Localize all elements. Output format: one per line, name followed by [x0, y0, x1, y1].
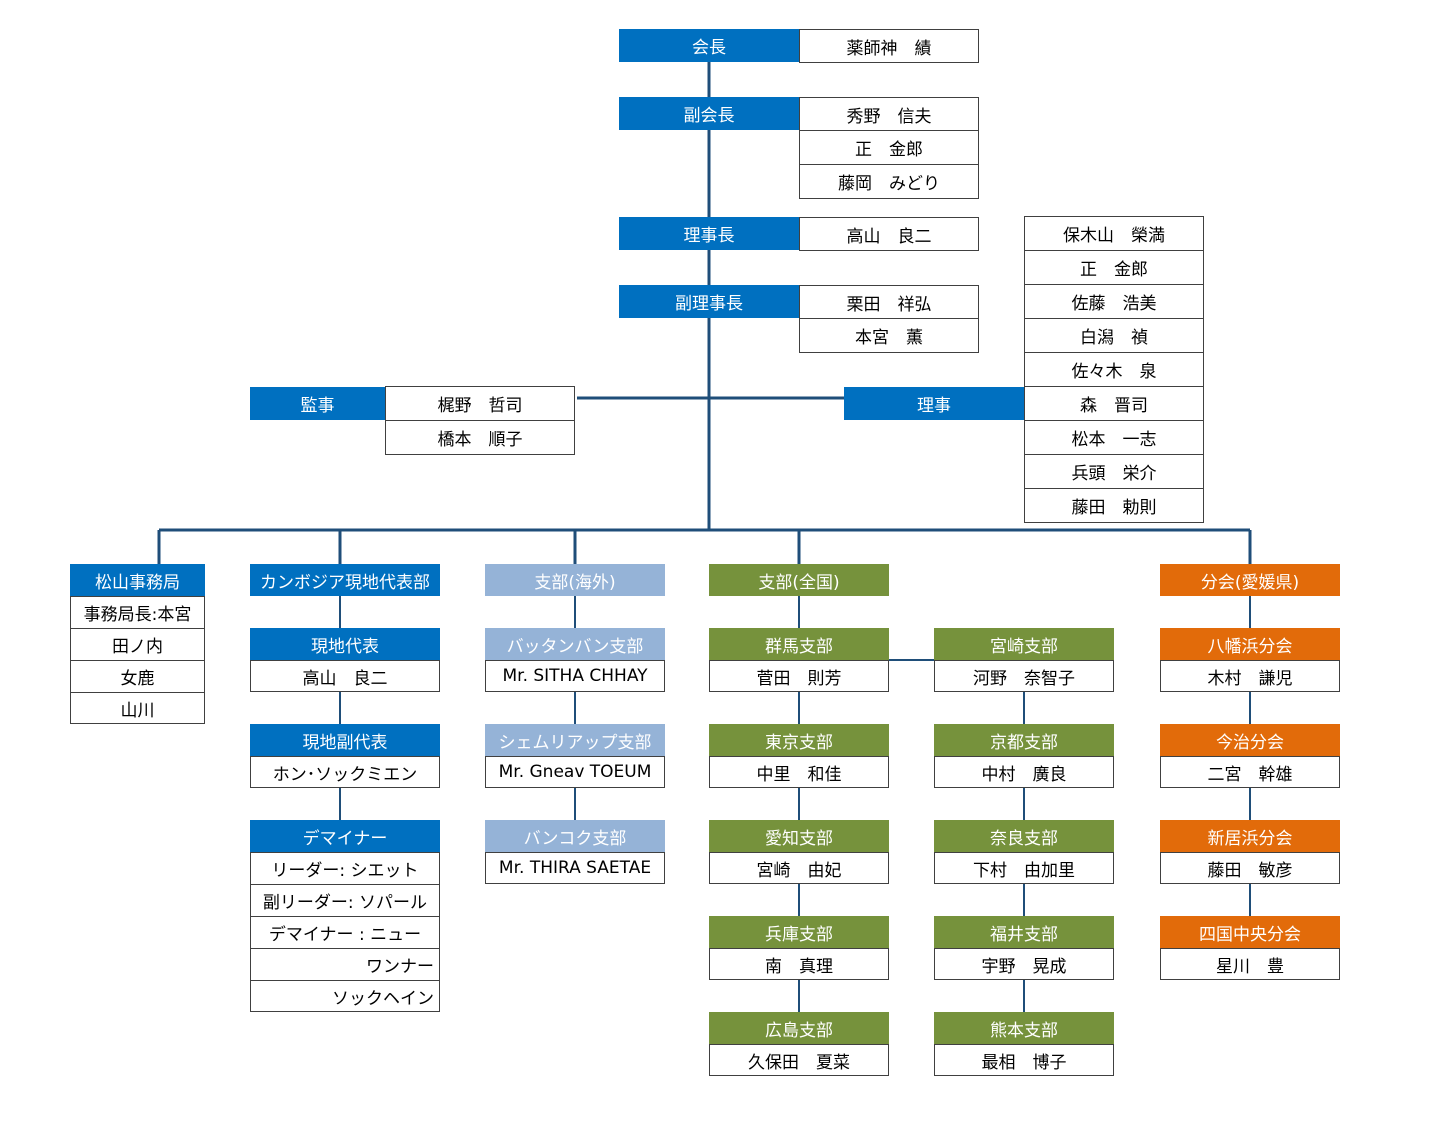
- nara-branch-title: 奈良支部: [934, 820, 1114, 852]
- vice-board-chair-title: 副理事長: [619, 285, 799, 318]
- hyogo-branch-title: 兵庫支部: [709, 916, 889, 948]
- cambodia-vice-rep-name: ホン･ソックミエン: [250, 756, 440, 788]
- ehime-branches-title: 分会(愛媛県): [1160, 564, 1340, 596]
- kumamoto-branch-name: 最相 博子: [934, 1044, 1114, 1076]
- vice-chairman-name-3: 藤岡 みどり: [799, 164, 979, 199]
- director-name-6: 森 晋司: [1024, 386, 1204, 421]
- cambodia-rep-title: 現地代表: [250, 628, 440, 660]
- director-name-7: 松本 一志: [1024, 420, 1204, 455]
- nara-branch-name: 下村 由加里: [934, 852, 1114, 884]
- cambodia-vice-rep-title: 現地副代表: [250, 724, 440, 756]
- kyoto-branch-name: 中村 廣良: [934, 756, 1114, 788]
- vice-chairman-title: 副会長: [619, 97, 799, 130]
- vice-board-chair-name-1: 栗田 祥弘: [799, 285, 979, 319]
- tokyo-branch-title: 東京支部: [709, 724, 889, 756]
- matsuyama-office-title: 松山事務局: [70, 564, 205, 596]
- imabari-branch-name: 二宮 幹雄: [1160, 756, 1340, 788]
- miyazaki-branch-title: 宮崎支部: [934, 628, 1114, 660]
- auditor-name-2: 橋本 順子: [385, 420, 575, 455]
- overseas-branches-title: 支部(海外): [485, 564, 665, 596]
- tokyo-branch-name: 中里 和佳: [709, 756, 889, 788]
- board-chair-name: 高山 良二: [799, 217, 979, 251]
- deminer-member-1: リーダー: シエット: [250, 852, 440, 885]
- director-name-4: 白潟 禎: [1024, 318, 1204, 353]
- deminer-member-2: 副リーダー: ソパール: [250, 884, 440, 917]
- niihama-branch-name: 藤田 敏彦: [1160, 852, 1340, 884]
- vice-chairman-name-2: 正 金郎: [799, 130, 979, 165]
- siem-reap-branch-title: シェムリアップ支部: [485, 724, 665, 756]
- siem-reap-branch-name: Mr. Gneav TOEUM: [485, 756, 665, 788]
- auditor-name-1: 梶野 哲司: [385, 386, 575, 421]
- aichi-branch-title: 愛知支部: [709, 820, 889, 852]
- director-name-2: 正 金郎: [1024, 250, 1204, 285]
- shikokuchuo-branch-title: 四国中央分会: [1160, 916, 1340, 948]
- deminer-member-3: デマイナー : ニュー: [250, 916, 440, 949]
- vice-chairman-name-1: 秀野 信夫: [799, 97, 979, 131]
- matsuyama-member-2: 田ノ内: [70, 628, 205, 661]
- fukui-branch-name: 宇野 晃成: [934, 948, 1114, 980]
- imabari-branch-title: 今治分会: [1160, 724, 1340, 756]
- miyazaki-branch-name: 河野 奈智子: [934, 660, 1114, 692]
- matsuyama-member-1: 事務局長:本宮: [70, 596, 205, 629]
- director-name-8: 兵頭 栄介: [1024, 454, 1204, 489]
- gunma-branch-name: 菅田 則芳: [709, 660, 889, 692]
- auditor-title: 監事: [250, 387, 385, 420]
- hiroshima-branch-name: 久保田 夏菜: [709, 1044, 889, 1076]
- yawatahama-branch-name: 木村 謙児: [1160, 660, 1340, 692]
- bangkok-branch-name: Mr. THIRA SAETAE: [485, 852, 665, 884]
- battambang-branch-title: バッタンバン支部: [485, 628, 665, 660]
- chairman-title: 会長: [619, 29, 799, 62]
- gunma-branch-title: 群馬支部: [709, 628, 889, 660]
- matsuyama-member-3: 女鹿: [70, 660, 205, 693]
- vice-board-chair-name-2: 本宮 薫: [799, 318, 979, 353]
- battambang-branch-name: Mr. SITHA CHHAY: [485, 660, 665, 692]
- director-name-3: 佐藤 浩美: [1024, 284, 1204, 319]
- shikokuchuo-branch-name: 星川 豊: [1160, 948, 1340, 980]
- deminer-member-4: ワンナー: [250, 948, 440, 981]
- kumamoto-branch-title: 熊本支部: [934, 1012, 1114, 1044]
- aichi-branch-name: 宮崎 由妃: [709, 852, 889, 884]
- director-name-1: 保木山 榮満: [1024, 216, 1204, 251]
- chairman-name: 薬師神 績: [799, 29, 979, 63]
- matsuyama-member-4: 山川: [70, 692, 205, 724]
- cambodia-rep-name: 高山 良二: [250, 660, 440, 692]
- hyogo-branch-name: 南 真理: [709, 948, 889, 980]
- deminer-title: デマイナー: [250, 820, 440, 852]
- national-branches-title: 支部(全国): [709, 564, 889, 596]
- directors-title: 理事: [844, 387, 1024, 420]
- hiroshima-branch-title: 広島支部: [709, 1012, 889, 1044]
- niihama-branch-title: 新居浜分会: [1160, 820, 1340, 852]
- board-chair-title: 理事長: [619, 217, 799, 250]
- yawatahama-branch-title: 八幡浜分会: [1160, 628, 1340, 660]
- cambodia-office-title: カンボジア現地代表部: [250, 564, 440, 596]
- deminer-member-5: ソックヘイン: [250, 980, 440, 1012]
- bangkok-branch-title: バンコク支部: [485, 820, 665, 852]
- director-name-9: 藤田 勅則: [1024, 488, 1204, 523]
- kyoto-branch-title: 京都支部: [934, 724, 1114, 756]
- fukui-branch-title: 福井支部: [934, 916, 1114, 948]
- director-name-5: 佐々木 泉: [1024, 352, 1204, 387]
